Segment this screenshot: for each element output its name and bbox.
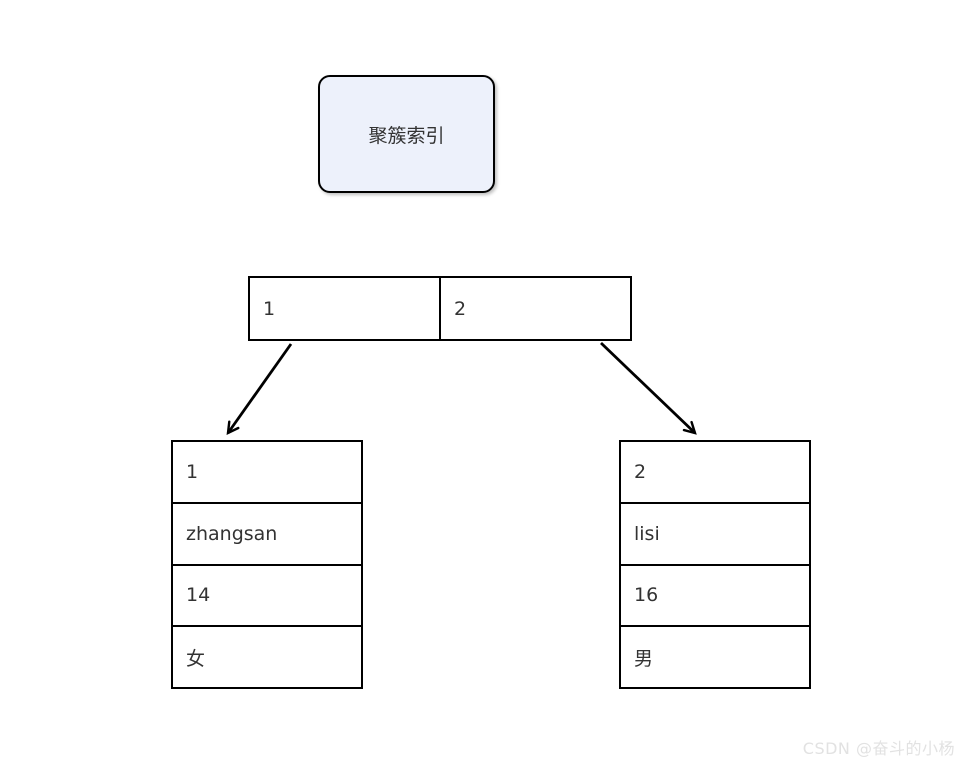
index-cell-2: 2	[441, 278, 630, 339]
right-record-row-gender: 男	[621, 627, 809, 687]
right-record-row-age: 16	[621, 566, 809, 628]
right-record-gender-value: 男	[634, 647, 654, 670]
left-record-age-value: 14	[186, 584, 211, 607]
index-cell-1-value: 1	[263, 297, 276, 320]
left-record-gender-value: 女	[186, 647, 206, 670]
left-record-row-id: 1	[173, 442, 361, 504]
right-record-row-name: lisi	[621, 504, 809, 566]
left-record-row-gender: 女	[173, 627, 361, 687]
left-record-id-value: 1	[186, 460, 199, 483]
clustered-index-label: 聚簇索引	[368, 124, 445, 147]
index-cell-2-value: 2	[454, 297, 467, 320]
index-cell-1: 1	[250, 278, 441, 339]
arrow-to-left-record	[226, 343, 293, 436]
clustered-index-title-box: 聚簇索引	[318, 75, 495, 193]
csdn-watermark: CSDN @奋斗的小杨	[802, 739, 955, 758]
left-record-table: 1 zhangsan 14 女	[171, 440, 363, 689]
left-record-row-age: 14	[173, 566, 361, 628]
left-record-row-name: zhangsan	[173, 504, 361, 566]
right-record-row-id: 2	[621, 442, 809, 504]
arrow-to-right-record	[600, 341, 697, 435]
right-record-table: 2 lisi 16 男	[619, 440, 811, 689]
index-key-row: 1 2	[248, 276, 632, 341]
right-record-id-value: 2	[634, 460, 647, 483]
left-record-name-value: zhangsan	[186, 522, 278, 545]
right-record-age-value: 16	[634, 584, 659, 607]
right-record-name-value: lisi	[634, 522, 660, 545]
